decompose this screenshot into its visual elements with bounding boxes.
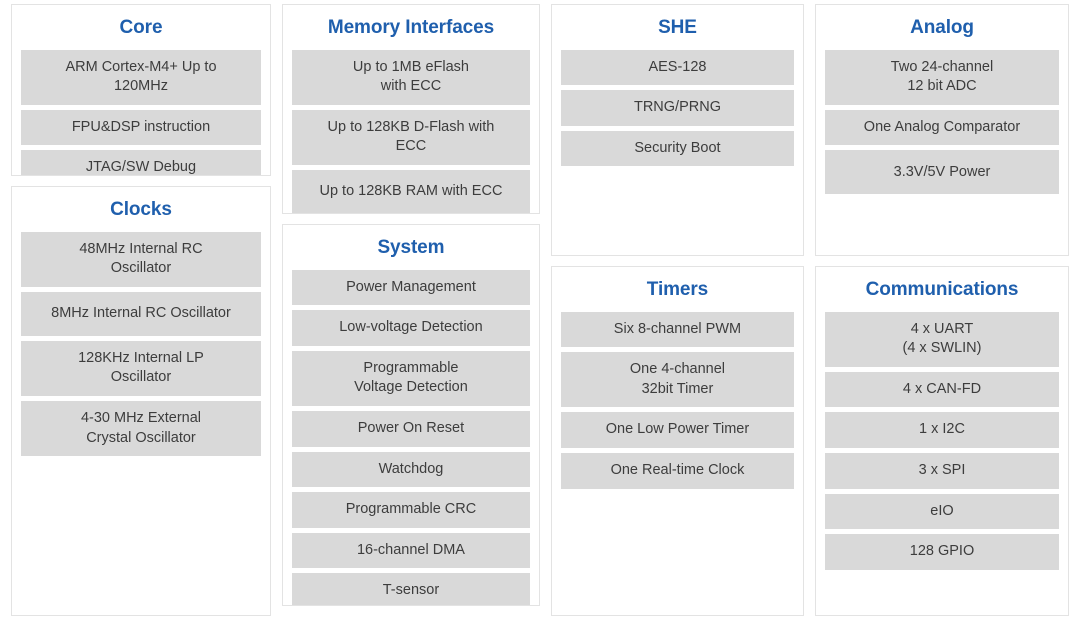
tile-system-dma: 16-channel DMA [291, 532, 530, 569]
tile-comms-uart: 4 x UART (4 x SWLIN) [824, 311, 1059, 367]
tile-timers-real-time-clock: One Real-time Clock [560, 453, 794, 489]
panel-title-clocks: Clocks [110, 199, 172, 220]
panel-title-memory-interfaces: Memory Interfaces [327, 17, 495, 38]
diagram-column-2: Memory Interfaces Up to 1MB eFlash with … [281, 4, 540, 616]
panel-title-she: SHE [658, 17, 697, 38]
panel-system: System Power Management Low-voltage Dete… [281, 224, 540, 606]
tile-clocks-external-crystal: 4-30 MHz External Crystal Oscillator [21, 401, 261, 457]
tile-comms-can-fd: 4 x CAN-FD [824, 371, 1059, 408]
tile-memory-eflash: Up to 1MB eFlash with ECC [291, 49, 530, 105]
tile-core-jtag-sw-debug: JTAG/SW Debug [21, 150, 261, 175]
tile-she-security-boot: Security Boot [560, 130, 794, 167]
tile-list-communications: 4 x UART (4 x SWLIN) 4 x CAN-FD 1 x I2C … [824, 311, 1059, 570]
tile-analog-comparator: One Analog Comparator [824, 109, 1059, 146]
tile-system-programmable-crc: Programmable CRC [291, 492, 530, 528]
tile-clocks-48mhz-rc: 48MHz Internal RC Oscillator [21, 231, 261, 287]
tile-list-core: ARM Cortex-M4+ Up to 120MHz FPU&DSP inst… [21, 49, 261, 175]
tile-core-fpu-dsp: FPU&DSP instruction [21, 109, 261, 146]
tile-analog-adc: Two 24-channel 12 bit ADC [824, 49, 1059, 105]
block-diagram-root: Core ARM Cortex-M4+ Up to 120MHz FPU&DSP… [11, 4, 1069, 616]
tile-memory-ram: Up to 128KB RAM with ECC [291, 170, 530, 213]
tile-list-system: Power Management Low-voltage Detection P… [291, 269, 530, 605]
tile-timers-pwm: Six 8-channel PWM [560, 311, 794, 348]
tile-timers-low-power-timer: One Low Power Timer [560, 412, 794, 449]
panel-clocks: Clocks 48MHz Internal RC Oscillator 8MHz… [11, 186, 271, 616]
tile-list-timers: Six 8-channel PWM One 4-channel 32bit Ti… [560, 311, 794, 489]
panel-title-timers: Timers [646, 279, 709, 300]
tile-list-analog: Two 24-channel 12 bit ADC One Analog Com… [824, 49, 1059, 195]
panel-title-communications: Communications [865, 279, 1019, 300]
panel-title-core: Core [119, 17, 163, 38]
panel-core: Core ARM Cortex-M4+ Up to 120MHz FPU&DSP… [11, 4, 271, 176]
tile-list-clocks: 48MHz Internal RC Oscillator 8MHz Intern… [21, 231, 261, 457]
panel-communications: Communications 4 x UART (4 x SWLIN) 4 x … [814, 266, 1069, 616]
tile-clocks-128khz-lp: 128KHz Internal LP Oscillator [21, 340, 261, 397]
tile-comms-gpio: 128 GPIO [824, 534, 1059, 570]
tile-clocks-8mhz-rc: 8MHz Internal RC Oscillator [21, 291, 261, 336]
panel-title-system: System [377, 237, 445, 258]
tile-she-aes-128: AES-128 [560, 49, 794, 86]
tile-memory-dflash: Up to 128KB D-Flash with ECC [291, 109, 530, 166]
diagram-column-1: Core ARM Cortex-M4+ Up to 120MHz FPU&DSP… [11, 4, 271, 616]
panel-analog: Analog Two 24-channel 12 bit ADC One Ana… [814, 4, 1069, 256]
tile-analog-power: 3.3V/5V Power [824, 150, 1059, 195]
tile-system-watchdog: Watchdog [291, 451, 530, 488]
tile-timers-32bit-timer: One 4-channel 32bit Timer [560, 352, 794, 408]
tile-system-power-on-reset: Power On Reset [291, 411, 530, 447]
tile-core-arm-cortex: ARM Cortex-M4+ Up to 120MHz [21, 49, 261, 105]
tile-system-low-voltage-detection: Low-voltage Detection [291, 310, 530, 346]
tile-list-memory-interfaces: Up to 1MB eFlash with ECC Up to 128KB D-… [291, 49, 530, 213]
panel-memory-interfaces: Memory Interfaces Up to 1MB eFlash with … [281, 4, 540, 214]
tile-system-programmable-voltage-detection: Programmable Voltage Detection [291, 350, 530, 407]
tile-comms-eio: eIO [824, 493, 1059, 530]
tile-list-she: AES-128 TRNG/PRNG Security Boot [560, 49, 794, 167]
tile-comms-i2c: 1 x I2C [824, 412, 1059, 449]
tile-she-trng-prng: TRNG/PRNG [560, 90, 794, 126]
diagram-column-3: SHE AES-128 TRNG/PRNG Security Boot Time… [550, 4, 804, 616]
tile-system-t-sensor: T-sensor [291, 573, 530, 605]
tile-comms-spi: 3 x SPI [824, 453, 1059, 489]
panel-she: SHE AES-128 TRNG/PRNG Security Boot [550, 4, 804, 256]
panel-timers: Timers Six 8-channel PWM One 4-channel 3… [550, 266, 804, 616]
diagram-column-4: Analog Two 24-channel 12 bit ADC One Ana… [814, 4, 1069, 616]
tile-system-power-management: Power Management [291, 269, 530, 306]
panel-title-analog: Analog [910, 17, 974, 38]
